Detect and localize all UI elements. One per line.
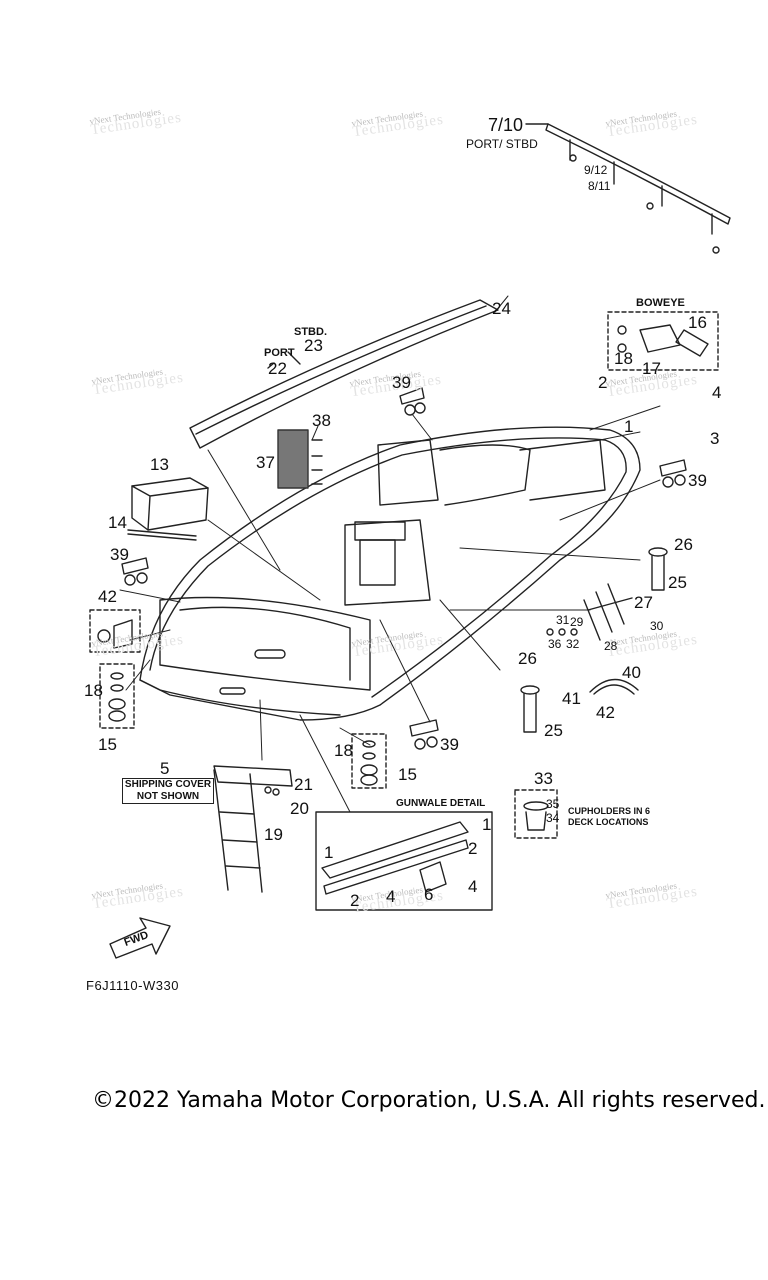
pole-14 <box>127 529 197 537</box>
bracket-box-42 <box>89 609 141 653</box>
hull-outline <box>139 426 641 721</box>
callout-22: 22 <box>268 359 287 378</box>
console <box>344 439 606 606</box>
callout-33: 33 <box>534 769 553 788</box>
callout-19: 19 <box>264 825 283 844</box>
cupholder-box-33 <box>514 789 558 839</box>
callout-38: 38 <box>312 411 331 430</box>
washer <box>617 325 627 335</box>
rod-holder-25-right <box>648 547 668 591</box>
copyright-notice: ©2022 Yamaha Motor Corporation, U.S.A. A… <box>92 1088 766 1113</box>
callout-35: 35 <box>546 797 560 811</box>
callout-25-right: 25 <box>668 573 687 592</box>
callout-39-bottom: 39 <box>440 735 459 754</box>
callout-rail-part-a: 9/12 <box>584 163 608 177</box>
callout-gunwale-2b: 2 <box>350 891 360 910</box>
ski-rack-27 <box>583 583 633 641</box>
callout-25-bottom: 25 <box>544 721 563 740</box>
callout-30: 30 <box>650 619 664 633</box>
callout-gunwale-1a: 1 <box>482 815 492 834</box>
gunwale-detail-title: GUNWALE DETAIL <box>396 798 486 809</box>
rod-holder-25-bottom <box>520 685 540 733</box>
callout-39-left: 39 <box>110 545 129 564</box>
callout-32: 32 <box>566 637 580 651</box>
bow-rail-22-23 <box>189 299 499 449</box>
callout-37: 37 <box>256 453 275 472</box>
callout-gunwale-4b: 4 <box>386 887 396 906</box>
callout-42-left: 42 <box>98 587 117 606</box>
callout-rail-subtitle: PORT/ STBD <box>466 137 538 151</box>
label-stbd: STBD. <box>294 326 327 338</box>
cleat-39-right <box>659 459 687 488</box>
callout-24: 24 <box>492 299 511 318</box>
callout-39-top: 39 <box>392 373 411 392</box>
callout-20: 20 <box>290 799 309 818</box>
callout-gunwale-6: 6 <box>424 885 434 904</box>
forward-arrow <box>109 917 171 959</box>
callout-4-bow: 4 <box>712 383 722 402</box>
callout-26-right: 26 <box>674 535 693 554</box>
callout-18-center: 18 <box>334 741 353 760</box>
callout-28: 28 <box>604 639 618 653</box>
callout-31: 31 <box>556 613 570 627</box>
callout-3: 3 <box>710 429 720 448</box>
callout-14: 14 <box>108 513 127 532</box>
callout-18-boweye: 18 <box>614 349 633 368</box>
cleat-39-top <box>399 387 426 416</box>
callout-41: 41 <box>562 689 581 708</box>
callout-39-right: 39 <box>688 471 707 490</box>
callout-27: 27 <box>634 593 653 612</box>
callout-34: 34 <box>546 811 560 825</box>
label-port: PORT <box>264 347 295 359</box>
callout-gunwale-4: 4 <box>468 877 478 896</box>
callout-2-bow: 2 <box>598 373 608 392</box>
shipping-cover-note: SHIPPING COVER NOT SHOWN <box>122 778 214 804</box>
callout-36: 36 <box>548 637 562 651</box>
cleat-39-bottom <box>409 719 439 750</box>
callout-rail-title: 7/10 <box>488 115 524 135</box>
callout-23: 23 <box>304 336 323 355</box>
grab-handle-40 <box>589 678 639 693</box>
callout-15-left: 15 <box>98 735 117 754</box>
drawing-code: F6J1110-W330 <box>86 978 179 993</box>
callout-16: 16 <box>688 313 707 332</box>
callout-rail-part-b: 8/11 <box>588 179 611 193</box>
callout-21: 21 <box>294 775 313 794</box>
callout-18-left: 18 <box>84 681 103 700</box>
callout-26-bottom: 26 <box>518 649 537 668</box>
storage-cover-13 <box>131 477 209 531</box>
callout-5: 5 <box>160 759 170 778</box>
callout-gunwale-1b: 1 <box>324 843 334 862</box>
callout-17: 17 <box>642 359 661 378</box>
label-boweye: BOWEYE <box>636 297 685 309</box>
callout-13: 13 <box>150 455 169 474</box>
gunwale-detail-box <box>315 811 493 911</box>
callout-gunwale-2a: 2 <box>468 839 478 858</box>
hardware-box-15-right <box>351 733 387 789</box>
ladder-19 <box>213 765 293 893</box>
callout-1-bow: 1 <box>624 417 634 436</box>
callout-15-center: 15 <box>398 765 417 784</box>
callout-40: 40 <box>622 663 641 682</box>
callout-29: 29 <box>570 615 584 629</box>
hardware-box-15-left <box>99 663 135 729</box>
cupholders-note: CUPHOLDERS IN 6 DECK LOCATIONS <box>568 806 651 827</box>
cleat-39-left <box>121 557 149 586</box>
panel-37 <box>277 429 323 489</box>
rail-assembly <box>525 123 731 254</box>
callout-42-right: 42 <box>596 703 615 722</box>
